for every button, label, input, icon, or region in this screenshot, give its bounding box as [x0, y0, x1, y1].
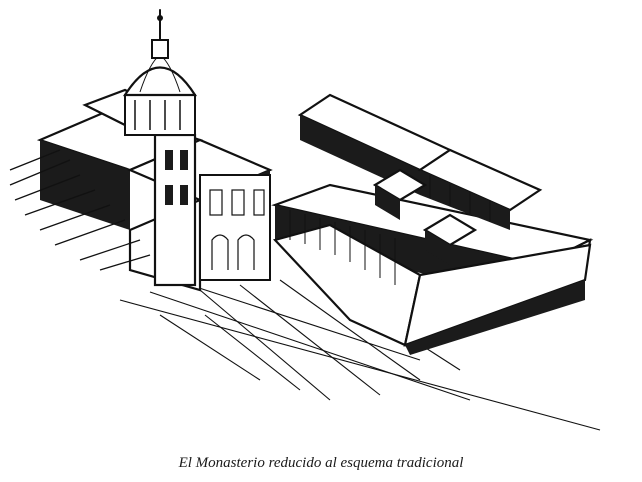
side-pavilions	[372, 168, 478, 265]
caption: El Monasterio reducido al esquema tradic…	[178, 455, 464, 471]
cloister-wings	[271, 93, 594, 355]
dome	[122, 9, 198, 136]
monastery-sketch	[9, 9, 601, 431]
ground-shadow	[9, 149, 151, 271]
